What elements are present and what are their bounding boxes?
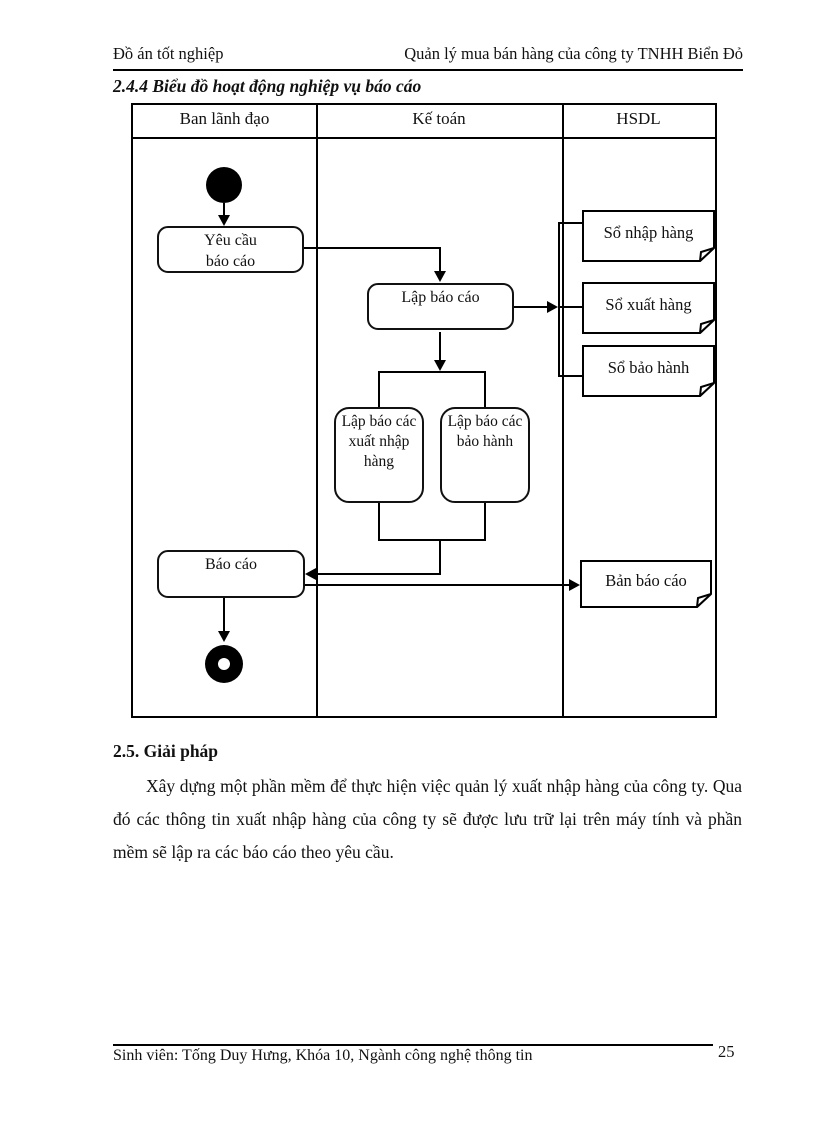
footer-student-info: Sinh viên: Tống Duy Hưng, Khóa 10, Ngành… [113, 1047, 533, 1064]
page-header: Đồ án tốt nghiệp Quản lý mua bán hàng củ… [113, 44, 743, 64]
activity-yeu-cau-bao-cao: Yêu cầu báo cáo [157, 226, 304, 273]
activity-diagram: Ban lãnh đạo Kế toán HSDL Yêu cầu báo cá… [131, 103, 717, 718]
document-shape-icon [582, 210, 715, 262]
join-rise-left [378, 503, 380, 541]
activity-lap-bao-cac-bao-hanh: Lập báo các bảo hành [440, 407, 530, 503]
final-node-icon [205, 645, 243, 683]
arrowhead-report-to-doc [569, 579, 580, 591]
header-left-text: Đồ án tốt nghiệp [113, 44, 224, 63]
hsdl-stub-nhap [558, 222, 582, 224]
lane-header-ke-toan: Kế toán [412, 109, 466, 128]
lane-divider-2 [562, 105, 564, 716]
fork-drop-left [378, 371, 380, 409]
document-shape-icon [580, 560, 712, 608]
edge-report-to-final [223, 598, 225, 632]
join-bar [378, 539, 486, 541]
arrowhead-create-to-hsdl [547, 301, 558, 313]
edge-create-to-hsdl [514, 306, 549, 308]
document-so-bao-hanh: Sổ bảo hành [582, 345, 715, 397]
solution-heading: 2.5. Giải pháp [113, 741, 219, 761]
header-rule [113, 69, 743, 71]
arrowhead-create-to-fork [434, 360, 446, 371]
arrowhead-start-to-request [218, 215, 230, 226]
edge-request-to-create-h [304, 247, 441, 249]
section-heading: 2.4.4 Biểu đồ hoạt động nghiệp vụ báo cá… [113, 76, 422, 96]
edge-create-to-fork [439, 332, 441, 362]
document-ban-bao-cao: Bản báo cáo [580, 560, 712, 608]
join-rise-right [484, 503, 486, 541]
hsdl-stub-xuat [558, 306, 582, 308]
lane-header-ban-lanh-dao: Ban lãnh đạo [179, 109, 270, 128]
arrowhead-join-to-report [305, 568, 316, 580]
fork-drop-right [484, 371, 486, 409]
activity-lap-bao-cac-xuat-nhap-hang: Lập báo các xuất nhập hàng [334, 407, 424, 503]
activity-bao-cao: Báo cáo [157, 550, 305, 598]
footer-rule [113, 1044, 713, 1046]
hsdl-bracket-line [558, 222, 560, 377]
edge-join-down [439, 539, 441, 575]
edge-start-to-request [223, 203, 225, 217]
header-right-text: Quản lý mua bán hàng của công ty TNHH Bi… [404, 44, 743, 63]
document-so-nhap-hang: Sổ nhập hàng [582, 210, 715, 262]
fork-bar [378, 371, 486, 373]
initial-node-icon [206, 167, 242, 203]
edge-request-to-create-v [439, 247, 441, 272]
activity-lap-bao-cao: Lập báo cáo [367, 283, 514, 330]
solution-paragraph: Xây dựng một phần mềm để thực hiện việc … [113, 776, 742, 862]
lane-header-rule [133, 137, 715, 139]
document-shape-icon [582, 345, 715, 397]
hsdl-stub-bao-hanh [558, 375, 582, 377]
lane-header-hsdl: HSDL [616, 109, 661, 128]
document-shape-icon [582, 282, 715, 334]
edge-report-to-doc [305, 584, 569, 586]
arrowhead-report-to-final [218, 631, 230, 642]
document-so-xuat-hang: Sổ xuất hàng [582, 282, 715, 334]
arrowhead-request-to-create [434, 271, 446, 282]
edge-join-to-report [317, 573, 441, 575]
lane-divider-1 [316, 105, 318, 716]
page-number: 25 [718, 1042, 735, 1061]
